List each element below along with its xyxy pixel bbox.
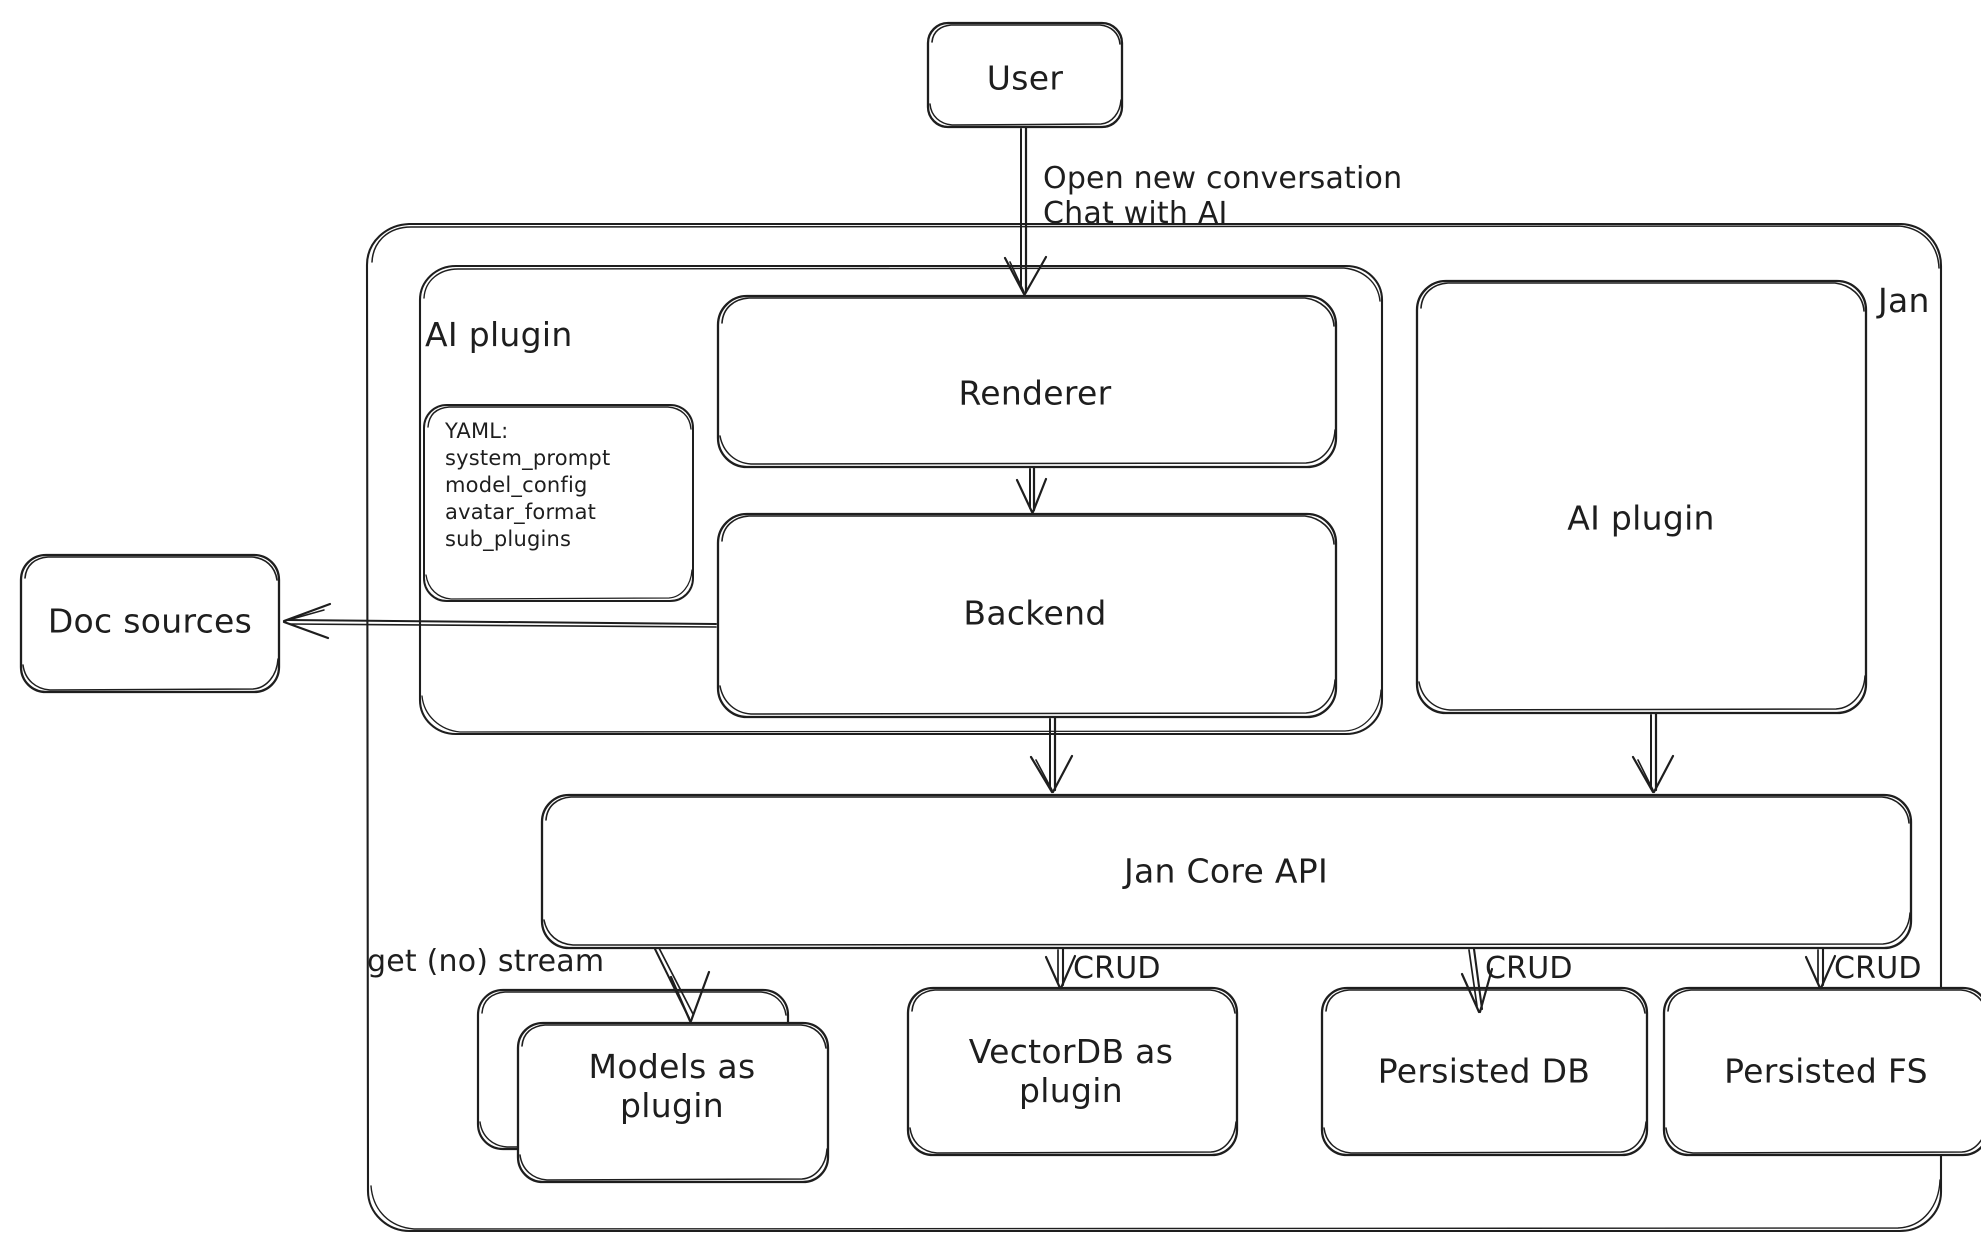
models-plugin-node-shape xyxy=(516,1021,830,1184)
edge-jan-core-api-to-models-plugin xyxy=(654,947,711,1023)
persisted-fs-node[interactable] xyxy=(1664,988,1981,1155)
edge-jan-core-api-to-persisted-db xyxy=(1460,947,1494,1014)
persisted-db-node-shape xyxy=(1320,986,1649,1157)
edge-backend-to-jan-core-api xyxy=(1029,716,1074,794)
ai-plugin-node-shape xyxy=(1415,279,1868,715)
edge-jan-core-api-to-persisted-fs xyxy=(1804,947,1837,990)
persisted-db-node[interactable] xyxy=(1322,988,1647,1155)
doc-sources-node-shape xyxy=(19,553,281,694)
backend-node-shape xyxy=(716,512,1338,719)
jan-core-api-node-shape xyxy=(540,793,1913,950)
edge-renderer-to-backend xyxy=(1015,466,1048,514)
vectordb-plugin-node-shape xyxy=(906,986,1239,1157)
renderer-node[interactable] xyxy=(718,296,1336,467)
edge-backend-to-doc-sources xyxy=(282,602,717,640)
persisted-fs-node-shape xyxy=(1662,986,1981,1157)
edge-user-to-renderer xyxy=(1003,126,1048,296)
edge-jan-core-api-to-vectordb xyxy=(1044,947,1077,990)
renderer-node-shape xyxy=(716,294,1338,469)
edge-ai-plugin-to-jan-core-api xyxy=(1631,712,1675,794)
yaml-node-shape xyxy=(423,404,694,602)
models-plugin-node[interactable] xyxy=(518,1023,828,1182)
jan-core-api-node[interactable] xyxy=(542,795,1911,948)
yaml-config-node[interactable] xyxy=(424,405,693,601)
user-node-shape xyxy=(926,21,1124,129)
ai-plugin-node[interactable] xyxy=(1417,281,1866,713)
user-node[interactable] xyxy=(928,23,1122,127)
backend-node[interactable] xyxy=(718,514,1336,717)
doc-sources-node[interactable] xyxy=(21,555,279,692)
vectordb-plugin-node[interactable] xyxy=(908,988,1237,1155)
